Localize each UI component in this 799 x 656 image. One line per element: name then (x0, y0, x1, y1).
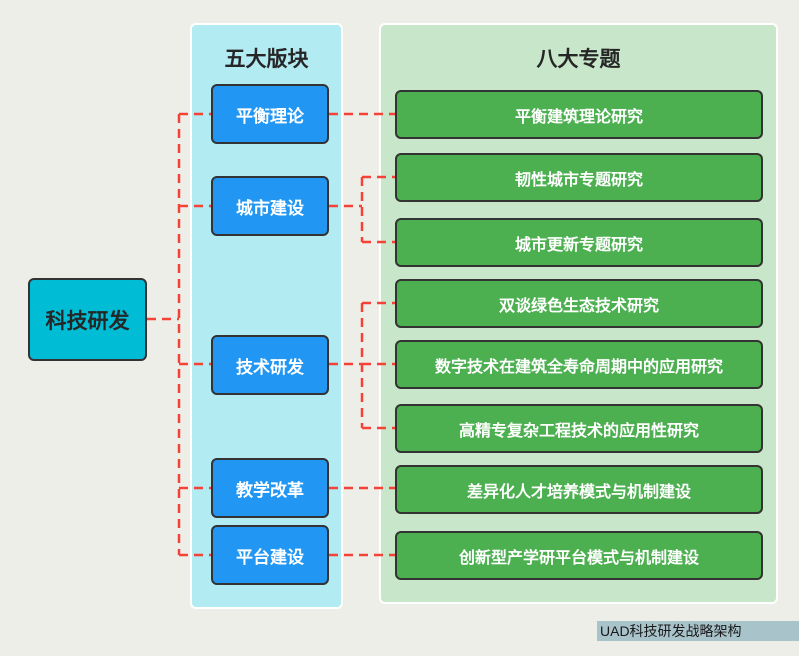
topic-node[interactable]: 数字技术在建筑全寿命周期中的应用研究 (395, 340, 763, 389)
topic-label: 差异化人才培养模式与机制建设 (466, 481, 691, 501)
section-node-platform-construction[interactable]: 平台建设 (211, 525, 329, 585)
section-node-teaching-reform[interactable]: 教学改革 (211, 458, 329, 518)
section-label: 平衡理论 (236, 106, 304, 127)
diagram-caption: UAD科技研发战略架构 (597, 621, 799, 641)
topic-node[interactable]: 差异化人才培养模式与机制建设 (395, 465, 763, 514)
topic-label: 数字技术在建筑全寿命周期中的应用研究 (434, 356, 723, 376)
topic-node[interactable]: 创新型产学研平台模式与机制建设 (395, 531, 763, 580)
root-node[interactable]: 科技研发 (28, 278, 147, 361)
topic-label: 韧性城市专题研究 (514, 169, 643, 189)
topic-label: 城市更新专题研究 (514, 234, 643, 254)
topic-node[interactable]: 平衡建筑理论研究 (395, 90, 763, 139)
section-label: 平台建设 (236, 547, 304, 568)
section-label: 教学改革 (236, 480, 304, 501)
topic-node[interactable]: 双谈绿色生态技术研究 (395, 279, 763, 328)
topic-node[interactable]: 韧性城市专题研究 (395, 153, 763, 202)
topic-node[interactable]: 高精专复杂工程技术的应用性研究 (395, 404, 763, 453)
section-node-urban-construction[interactable]: 城市建设 (211, 176, 329, 236)
section-node-tech-rd[interactable]: 技术研发 (211, 335, 329, 395)
topics-panel-title: 八大专题 (536, 47, 621, 71)
topic-node[interactable]: 城市更新专题研究 (395, 218, 763, 267)
section-label: 城市建设 (236, 198, 304, 219)
topic-label: 双谈绿色生态技术研究 (498, 295, 659, 315)
section-label: 技术研发 (236, 357, 304, 378)
topic-label: 高精专复杂工程技术的应用性研究 (458, 420, 699, 440)
topic-label: 平衡建筑理论研究 (514, 106, 643, 126)
topic-label: 创新型产学研平台模式与机制建设 (458, 547, 699, 567)
section-node-balance-theory[interactable]: 平衡理论 (211, 84, 329, 144)
root-label: 科技研发 (45, 308, 130, 333)
sections-panel-title: 五大版块 (224, 47, 309, 71)
